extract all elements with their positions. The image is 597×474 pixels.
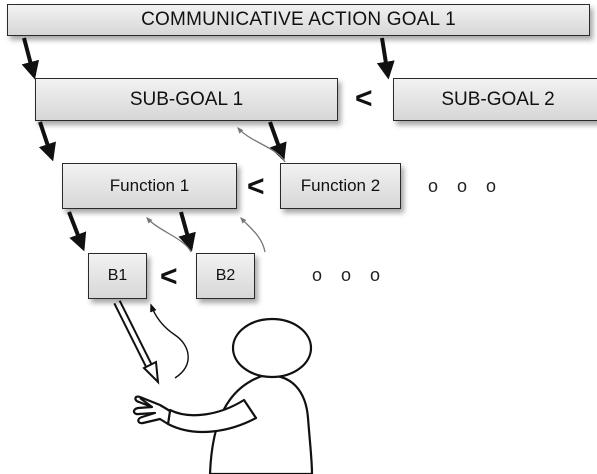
connector-arrow: [21, 37, 40, 80]
subgoal-box-2: SUB-GOAL 2: [393, 78, 597, 121]
connector-arrow: [67, 211, 87, 252]
subgoal-label: SUB-GOAL 1: [129, 88, 244, 110]
behaviour-label: B1: [107, 267, 128, 284]
function-box-2: Function 2: [280, 163, 401, 209]
output-arrow: [113, 300, 160, 385]
connector-arrow: [376, 37, 395, 80]
precedence-symbol: <: [160, 260, 178, 293]
feedback-arrow: [240, 217, 266, 253]
subgoal-label: SUB-GOAL 2: [441, 88, 555, 110]
connector-arrow: [178, 211, 196, 252]
behaviour-label: B2: [215, 267, 236, 284]
goal-box: COMMUNICATIVE ACTION GOAL 1: [7, 4, 590, 36]
goal-label: COMMUNICATIVE ACTION GOAL 1: [141, 9, 456, 30]
precedence-symbol: <: [247, 170, 265, 203]
more-functions-ellipsis: o o o: [428, 176, 504, 196]
behaviour-box-1: B1: [88, 253, 147, 299]
function-box-1: Function 1: [62, 163, 237, 209]
behaviour-box-2: B2: [196, 253, 255, 299]
perception-arrow: [150, 303, 189, 379]
function-label: Function 2: [300, 176, 381, 195]
feedback-arrow: [146, 217, 192, 253]
feedback-arrow: [237, 127, 286, 163]
precedence-symbol: <: [355, 82, 373, 115]
person-icon: [132, 317, 314, 474]
connector-arrow: [38, 121, 56, 162]
subgoal-box-1: SUB-GOAL 1: [35, 78, 338, 121]
connector-arrow: [268, 121, 287, 162]
more-behaviours-ellipsis: o o o: [312, 265, 388, 285]
function-label: Function 1: [109, 176, 190, 195]
